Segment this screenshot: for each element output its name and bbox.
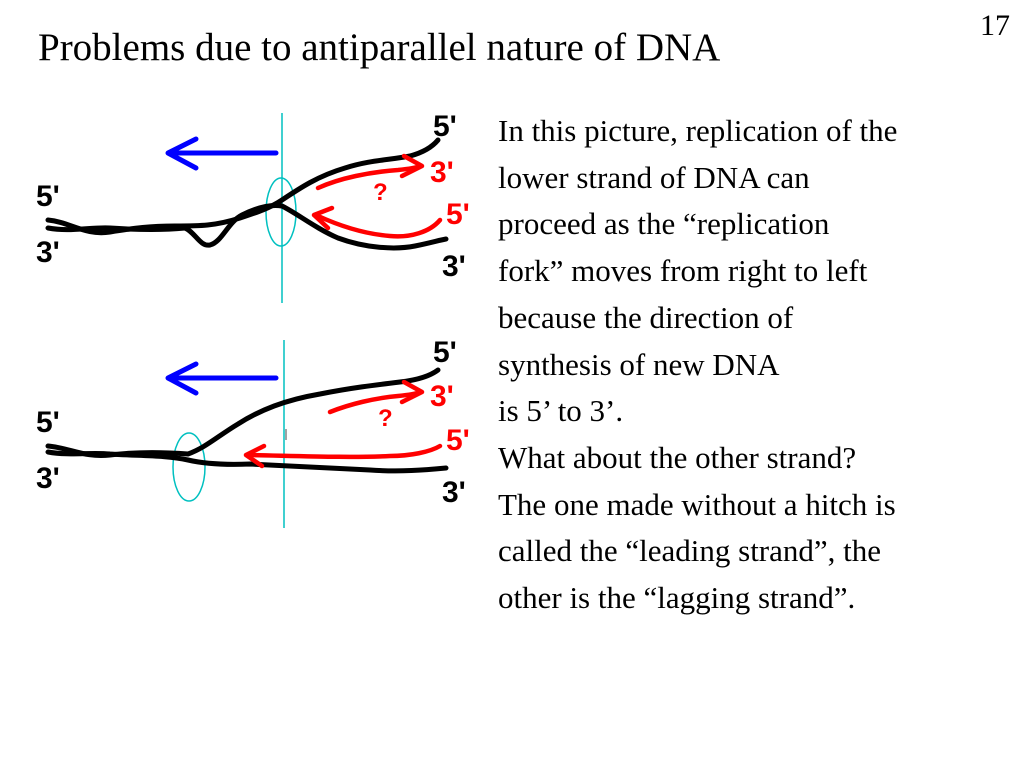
parental-strand-bottom: [45, 449, 449, 474]
label-red-5prime: 5': [446, 424, 470, 457]
bottom-panel: 5' 3' 5' 3' 5' 3' ?: [36, 336, 470, 528]
label-left-3prime: 3': [36, 236, 60, 269]
label-right-3prime-bottom: 3': [442, 476, 466, 509]
explanation-line: called the “leading strand”, the: [498, 533, 882, 569]
label-right-5prime-top: 5': [433, 336, 457, 369]
label-red-3prime: 3': [430, 380, 454, 413]
parental-strand-bottom: [45, 203, 449, 251]
explanation-line: What about the other strand?: [498, 439, 857, 475]
label-red-5prime: 5': [446, 198, 470, 231]
new-strand-lower: [311, 205, 443, 239]
slide-number: 17: [980, 9, 1010, 42]
question-mark: ?: [378, 405, 393, 432]
label-left-5prime: 5': [36, 180, 60, 213]
label-right-3prime-bottom: 3': [442, 250, 466, 283]
question-mark: ?: [373, 179, 388, 206]
explanation-line: lower strand of DNA can: [498, 159, 810, 195]
explanation-line: other is the “lagging strand”.: [498, 580, 856, 616]
label-right-5prime-top: 5': [433, 110, 457, 143]
label-left-5prime: 5': [36, 406, 60, 439]
new-strand-upper: [315, 153, 425, 191]
explanation-line: The one made without a hitch is: [498, 486, 896, 522]
new-strand-upper: [327, 379, 425, 415]
explanation-line: synthesis of new DNA: [498, 346, 780, 382]
parental-strand-top: [45, 137, 441, 236]
label-red-3prime: 3': [430, 156, 454, 189]
explanation-line: because the direction of: [498, 299, 794, 335]
label-left-3prime: 3': [36, 462, 60, 495]
explanation-line: is 5’ to 3’.: [498, 393, 624, 429]
explanation-line: In this picture, replication of the: [498, 113, 898, 148]
explanation-line: proceed as the “replication: [498, 206, 830, 242]
fork-direction-arrow: [165, 361, 279, 396]
new-strand-lower: [243, 443, 443, 469]
top-panel: 5' 3' 5' 3' 5' 3' ?: [36, 110, 470, 303]
explanation-text: In this picture, replication of the lowe…: [498, 108, 1018, 622]
slide-title: Problems due to antiparallel nature of D…: [38, 26, 721, 69]
fork-direction-arrow: [165, 136, 279, 171]
explanation-line: fork” moves from right to left: [498, 253, 868, 289]
replication-fork-marker: [172, 432, 206, 502]
